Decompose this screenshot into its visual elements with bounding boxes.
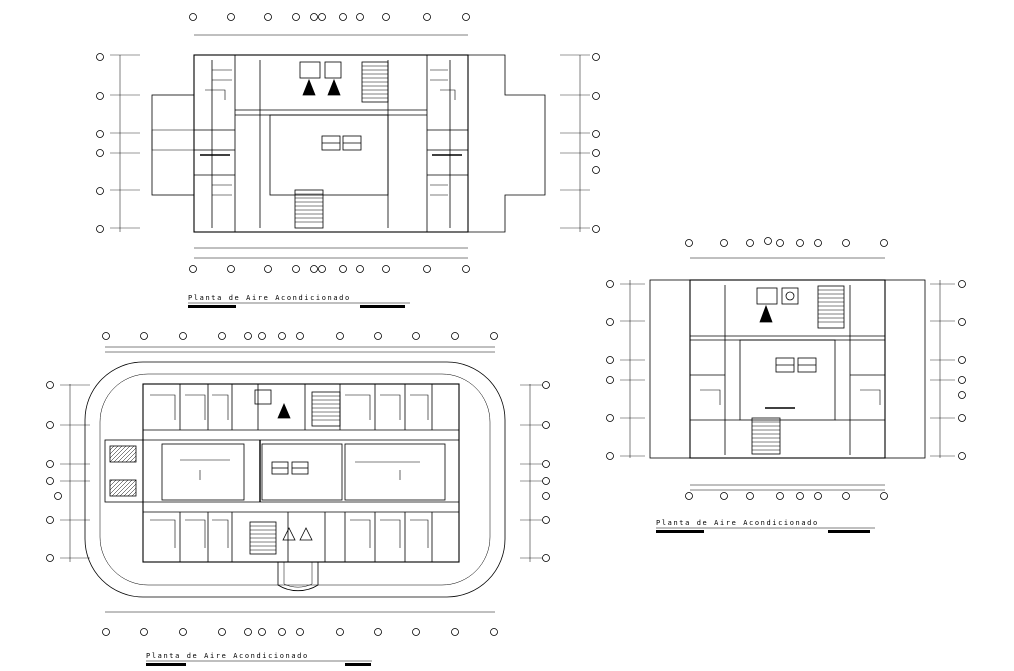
plan-title-text: Planta de Aire Acondicionado bbox=[146, 652, 309, 660]
plan-title-top-left: Planta de Aire Acondicionado bbox=[188, 294, 410, 308]
plan-title-text: Planta de Aire Acondicionado bbox=[656, 519, 819, 527]
plan-title-text: Planta de Aire Acondicionado bbox=[188, 294, 351, 302]
floor-plan-top-left bbox=[110, 34, 590, 259]
plan-title-bottom-left: Planta de Aire Acondicionado bbox=[146, 652, 372, 666]
floor-plan-bottom-left bbox=[60, 346, 545, 613]
grid-bubbles-right bbox=[606, 237, 966, 500]
floor-plan-right bbox=[620, 257, 955, 491]
grid-bubbles-bottom-left bbox=[46, 332, 550, 636]
plan-title-right: Planta de Aire Acondicionado bbox=[656, 519, 875, 533]
grid-bubbles-top-left bbox=[96, 13, 600, 273]
